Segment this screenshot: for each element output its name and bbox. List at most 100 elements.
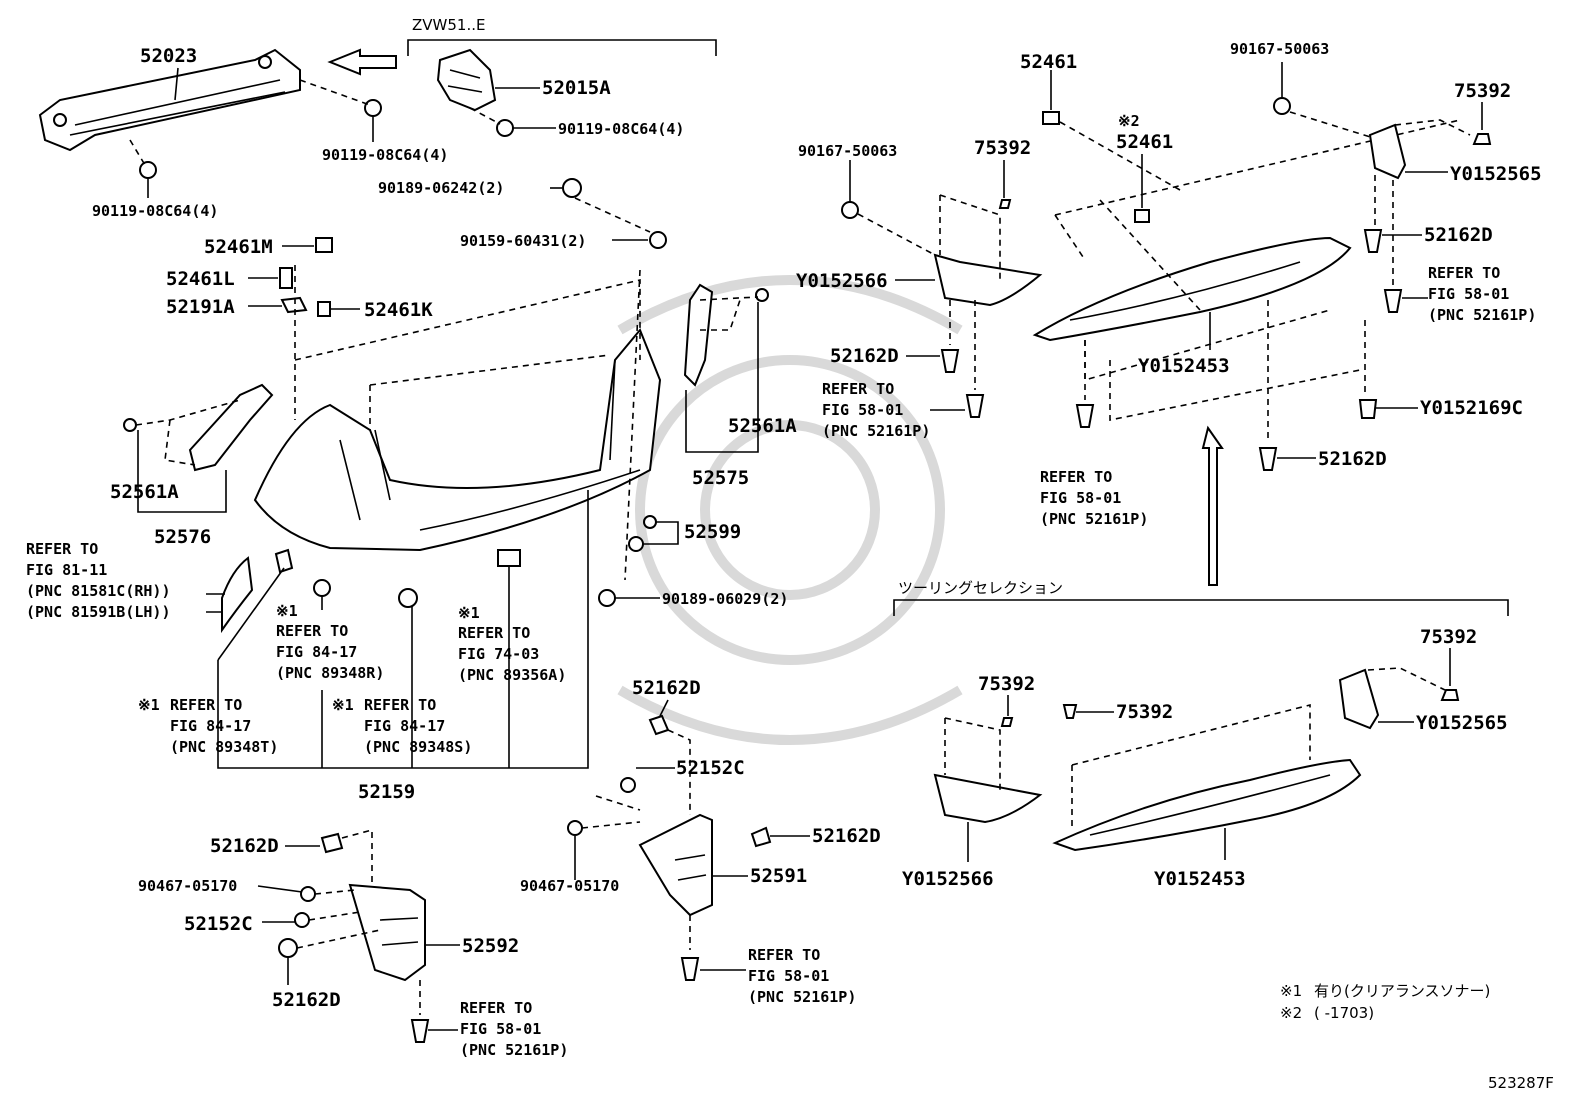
ref-fig74-l1: REFER TO [458,624,530,642]
label-r75392-lowmid: 75392 [1116,701,1173,723]
pad-52461-2 [1134,209,1150,223]
label-52162D-4: 52162D [272,989,341,1011]
label-r75392-left: 75392 [974,137,1031,159]
label-52461L: 52461L [166,268,235,290]
label-90119-mid: 90119-08C64(4) [558,120,684,138]
cap-Y0152169C [1358,399,1378,419]
ref-fig58c-l2: FIG 58-01 [1428,285,1509,303]
pad-52191A [280,296,308,314]
label-r75392-top: 75392 [1454,80,1511,102]
sensor-89348S [398,588,418,608]
trim-81581C [221,556,254,634]
clip-icon [620,777,636,793]
ref-fig58b-l1: REFER TO [460,999,532,1017]
label-52575: 52575 [692,467,749,489]
pad-52461L [279,267,293,289]
clip-icon [1062,704,1078,719]
clip-icon [750,826,772,848]
clip-icon [648,714,670,736]
ref-fig58c-l3: (PNC 52161P) [1428,306,1536,324]
ref-fig84T-mark: ※1 [138,696,160,714]
bolt-icon [567,820,583,836]
panel-89356A [497,549,521,567]
cap-75392 [998,199,1012,209]
part-52592-drawing [348,883,426,982]
arrow-left [327,48,397,76]
clip-icon [1383,289,1403,313]
sensor-89348R [313,579,331,597]
legend-1-mark: ※1 [1280,982,1302,1000]
bolt-icon [496,119,514,137]
label-52561A-left: 52561A [110,481,179,503]
ref-fig84T-l1: REFER TO [170,696,242,714]
ref-fig84T-l3: (PNC 89348T) [170,738,278,756]
bracket-Y0152566-top-drawing [933,253,1043,307]
ref-fig84S-l2: FIG 84-17 [364,717,445,735]
label-90119-top: 90119-08C64(4) [322,146,448,164]
ref-fig84R-l3: (PNC 89348R) [276,664,384,682]
label-52159: 52159 [358,781,415,803]
ref-fig84R-mark: ※1 [276,602,298,620]
bolt-icon [598,589,616,607]
label-52599: 52599 [684,521,741,543]
ref-fig58a-l1: REFER TO [748,946,820,964]
ref-fig58d-l3: (PNC 52161P) [822,422,930,440]
label-r52461-mid: 52461 [1116,131,1173,153]
sensor-89348T [274,548,294,574]
clip-icon [628,536,644,552]
touring-selection-label: ツーリングセレクション [898,579,1063,597]
label-52461M: 52461M [204,236,273,258]
label-52576: 52576 [154,526,211,548]
ref-fig84S-mark: ※1 [332,696,354,714]
ref-fig74-mark: ※1 [458,604,480,622]
bolt-icon [1273,97,1291,115]
label-52461K: 52461K [364,299,433,321]
bracket-52576-drawing [123,383,274,472]
ref-fig58e-l1: REFER TO [1040,468,1112,486]
ref-fig58c-l1: REFER TO [1428,264,1500,282]
mark-2: ※2 [1118,112,1140,130]
label-90119-left: 90119-08C64(4) [92,202,218,220]
clip-icon [680,957,700,981]
figure-code: 523287F [1488,1074,1554,1092]
label-rY0152453-top: Y0152453 [1138,355,1230,377]
label-52152C-2: 52152C [184,913,253,935]
bracket-Y0152566-lower-drawing [933,773,1043,824]
ref-fig81-l3: (PNC 81581C(RH)) [26,582,171,600]
cap-75392 [1440,689,1460,701]
ref-fig84T-l2: FIG 84-17 [170,717,251,735]
legend-2-text: ( -1703) [1314,1004,1374,1022]
label-r52162D-right: 52162D [1424,224,1493,246]
ref-fig84S-l3: (PNC 89348S) [364,738,472,756]
pad-52461 [1042,111,1060,125]
label-rY0152566-top: Y0152566 [796,270,888,292]
label-52191A: 52191A [166,296,235,318]
clip-icon [1075,404,1095,428]
ref-fig58e-l2: FIG 58-01 [1040,489,1121,507]
clip-icon [320,832,344,854]
clip-icon [1258,447,1278,471]
label-r52162D-left: 52162D [830,345,899,367]
ref-fig74-l2: FIG 74-03 [458,645,539,663]
label-52162D-1: 52162D [632,677,701,699]
pad-52461M [315,237,333,253]
legend-1-text: 有り(クリアランスソナー) [1314,982,1490,1000]
ref-fig81-l2: FIG 81-11 [26,561,107,579]
label-rY0152169C: Y0152169C [1420,397,1523,419]
clip-icon [562,178,582,198]
bolt-icon [649,231,667,249]
clip-icon [294,912,310,928]
label-r75392-lowright: 75392 [1420,626,1477,648]
bracket-52575-drawing [683,283,769,387]
legend-2-mark: ※2 [1280,1004,1302,1022]
part-52591-drawing [638,813,713,917]
label-r52461-top: 52461 [1020,51,1077,73]
label-r52162D-low: 52162D [1318,448,1387,470]
label-52591: 52591 [750,865,807,887]
ref-fig58b-l3: (PNC 52161P) [460,1041,568,1059]
bolt-icon [300,886,316,902]
label-r75392-lowleft: 75392 [978,673,1035,695]
label-90189-06029: 90189-06029(2) [662,590,788,608]
ref-fig58b-l2: FIG 58-01 [460,1020,541,1038]
clip-icon [643,515,657,529]
